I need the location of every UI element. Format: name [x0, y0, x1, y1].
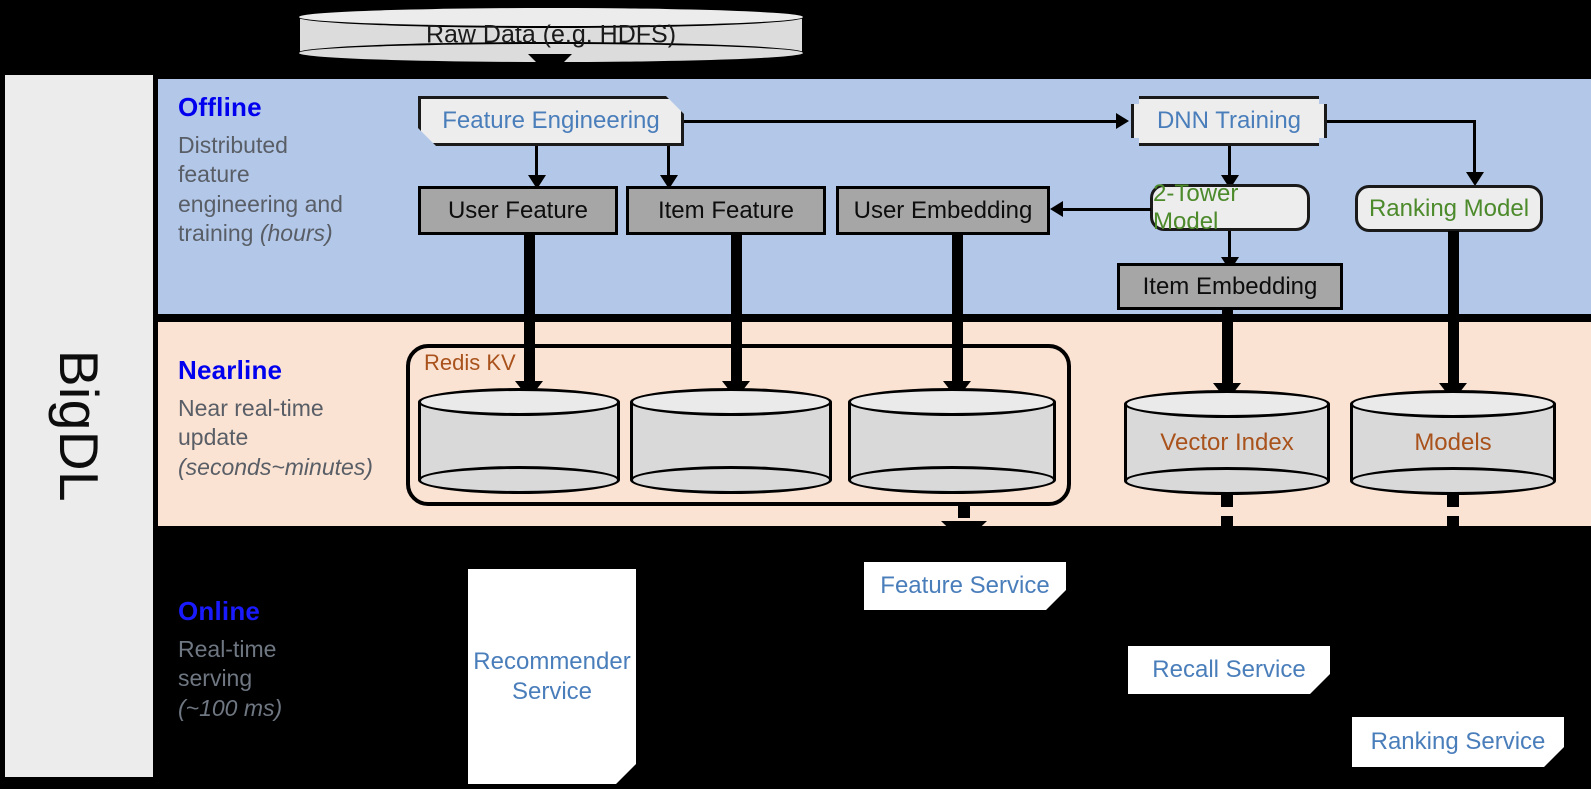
node-item-feature[interactable]: Item Feature — [626, 186, 826, 235]
group-redis-kv — [406, 344, 1071, 506]
node-label: Item Embedding — [1142, 272, 1318, 300]
models-label: Models — [1414, 428, 1492, 456]
layer-subtitle-online: Real-time serving (~100 ms) — [178, 635, 428, 723]
edge-fe-userfeature-line — [535, 146, 538, 178]
store-vector-index: Vector Index — [1124, 390, 1330, 495]
node-label: Item Feature — [657, 196, 795, 224]
service-ranking[interactable]: Ranking Service — [1352, 717, 1564, 767]
edge-vectorindex-recall-dot2 — [1221, 516, 1233, 528]
caption-line: engineering and — [178, 190, 343, 217]
store-user-embedding-cylinder — [848, 388, 1056, 494]
caption-line: serving — [178, 665, 253, 692]
edge-fe-dnn-arrowhead — [1116, 113, 1129, 129]
edge-dnn-ranking-arrowhead — [1466, 172, 1484, 186]
edge-redis-featureservice-dot — [958, 506, 970, 518]
raw-data-label: Raw Data (e.g. HDFS) — [425, 20, 677, 49]
cylinder-bottom — [1350, 467, 1556, 495]
edge-vectorindex-recall-dot1 — [1221, 495, 1233, 507]
edge-fe-itemfeature-line — [667, 146, 670, 178]
layer-title-offline: Offline — [178, 92, 262, 122]
node-ranking-model[interactable]: Ranking Model — [1355, 185, 1543, 232]
edge-dnn-ranking-h — [1327, 120, 1476, 123]
node-user-embedding[interactable]: User Embedding — [836, 186, 1050, 235]
node-feature-engineering[interactable]: Feature Engineering — [418, 96, 684, 146]
caption-italic: (hours) — [259, 220, 333, 247]
edge-fe-itemfeature-arrowhead — [660, 175, 678, 189]
caption-online: Online Real-time serving (~100 ms) — [178, 596, 428, 723]
node-label: DNN Training — [1156, 107, 1302, 134]
edge-twotower-userembed-arrowhead — [1050, 201, 1063, 217]
edge-userfeature-redis-pipe — [524, 234, 535, 385]
vector-index-label: Vector Index — [1160, 428, 1294, 456]
edge-rawdata-fe-arrowhead — [528, 54, 572, 76]
caption-line: Near real-time — [178, 395, 324, 421]
node-dnn-training[interactable]: DNN Training — [1131, 96, 1327, 146]
edge-dnn-twotower-line — [1228, 146, 1231, 178]
service-label: Ranking Service — [1370, 728, 1546, 755]
edge-redis-featureservice-arrowhead — [941, 521, 987, 543]
raw-data-store: Raw Data (e.g. HDFS) — [297, 6, 805, 64]
edge-fe-dnn-line — [684, 120, 1116, 123]
edge-twotower-userembed-line — [1063, 208, 1151, 211]
cylinder-bottom — [418, 466, 620, 494]
edge-itemembedding-vectorindex-pipe — [1222, 309, 1233, 387]
caption-nearline: Nearline Near real-time update (seconds~… — [178, 355, 428, 482]
cylinder-bottom — [848, 466, 1056, 494]
edge-itemfeature-redis-pipe — [731, 234, 742, 385]
node-label: Feature Engineering — [442, 107, 660, 134]
service-recall[interactable]: Recall Service — [1128, 646, 1330, 694]
edge-models-ranking-dot1 — [1447, 495, 1459, 507]
caption-line: Real-time — [178, 636, 277, 662]
redis-kv-label: Redis KV — [424, 350, 516, 375]
caption-italic: (seconds~minutes) — [178, 453, 373, 480]
node-label: Ranking Model — [1368, 194, 1530, 222]
node-label: 2-Tower Model — [1153, 179, 1239, 235]
node-label: User Embedding — [853, 196, 1033, 224]
service-label: Recall Service — [1152, 656, 1306, 683]
store-models: Models — [1350, 390, 1556, 495]
edge-twotower-itemembed-line — [1228, 231, 1231, 261]
service-label-line: Recommender — [473, 647, 631, 675]
caption-offline: Offline Distributed feature engineering … — [178, 92, 418, 249]
service-label: Feature Service — [880, 572, 1050, 599]
caption-line: Distributed — [178, 132, 288, 158]
node-item-embedding[interactable]: Item Embedding — [1117, 263, 1343, 310]
node-label: User Feature — [447, 196, 589, 224]
cylinder-top — [418, 388, 620, 416]
store-item-feature-cylinder — [630, 388, 832, 494]
layer-subtitle-offline: Distributed feature engineering and trai… — [178, 131, 418, 249]
node-user-feature[interactable]: User Feature — [418, 186, 618, 235]
edge-rankingmodel-models-pipe — [1448, 231, 1459, 387]
service-recommender[interactable]: Recommender Service — [468, 569, 636, 784]
layer-title-nearline: Nearline — [178, 355, 283, 385]
caption-line: training — [178, 220, 260, 247]
bigdl-label: BigDL — [48, 349, 110, 503]
edge-dnn-ranking-v — [1473, 120, 1476, 175]
cylinder-bottom — [1124, 467, 1330, 495]
bigdl-rail: BigDL — [5, 75, 153, 777]
layer-title-online: Online — [178, 596, 261, 626]
caption-line: update — [178, 424, 249, 451]
edge-models-ranking-dot2 — [1447, 516, 1459, 528]
service-feature[interactable]: Feature Service — [864, 562, 1066, 610]
edge-userembedding-redis-pipe — [952, 234, 963, 385]
store-user-feature-cylinder — [418, 388, 620, 494]
cylinder-top — [848, 388, 1056, 416]
cylinder-bottom — [630, 466, 832, 494]
cylinder-top — [1350, 390, 1556, 418]
service-label-line: Service — [511, 677, 593, 705]
caption-line: feature — [178, 161, 250, 188]
cylinder-top — [297, 6, 805, 28]
edge-fe-userfeature-arrowhead — [528, 175, 546, 189]
node-two-tower-model[interactable]: 2-Tower Model — [1150, 180, 1310, 235]
cylinder-top — [630, 388, 832, 416]
caption-italic: (~100 ms) — [178, 694, 283, 721]
layer-subtitle-nearline: Near real-time update (seconds~minutes) — [178, 394, 428, 482]
cylinder-top — [1124, 390, 1330, 418]
